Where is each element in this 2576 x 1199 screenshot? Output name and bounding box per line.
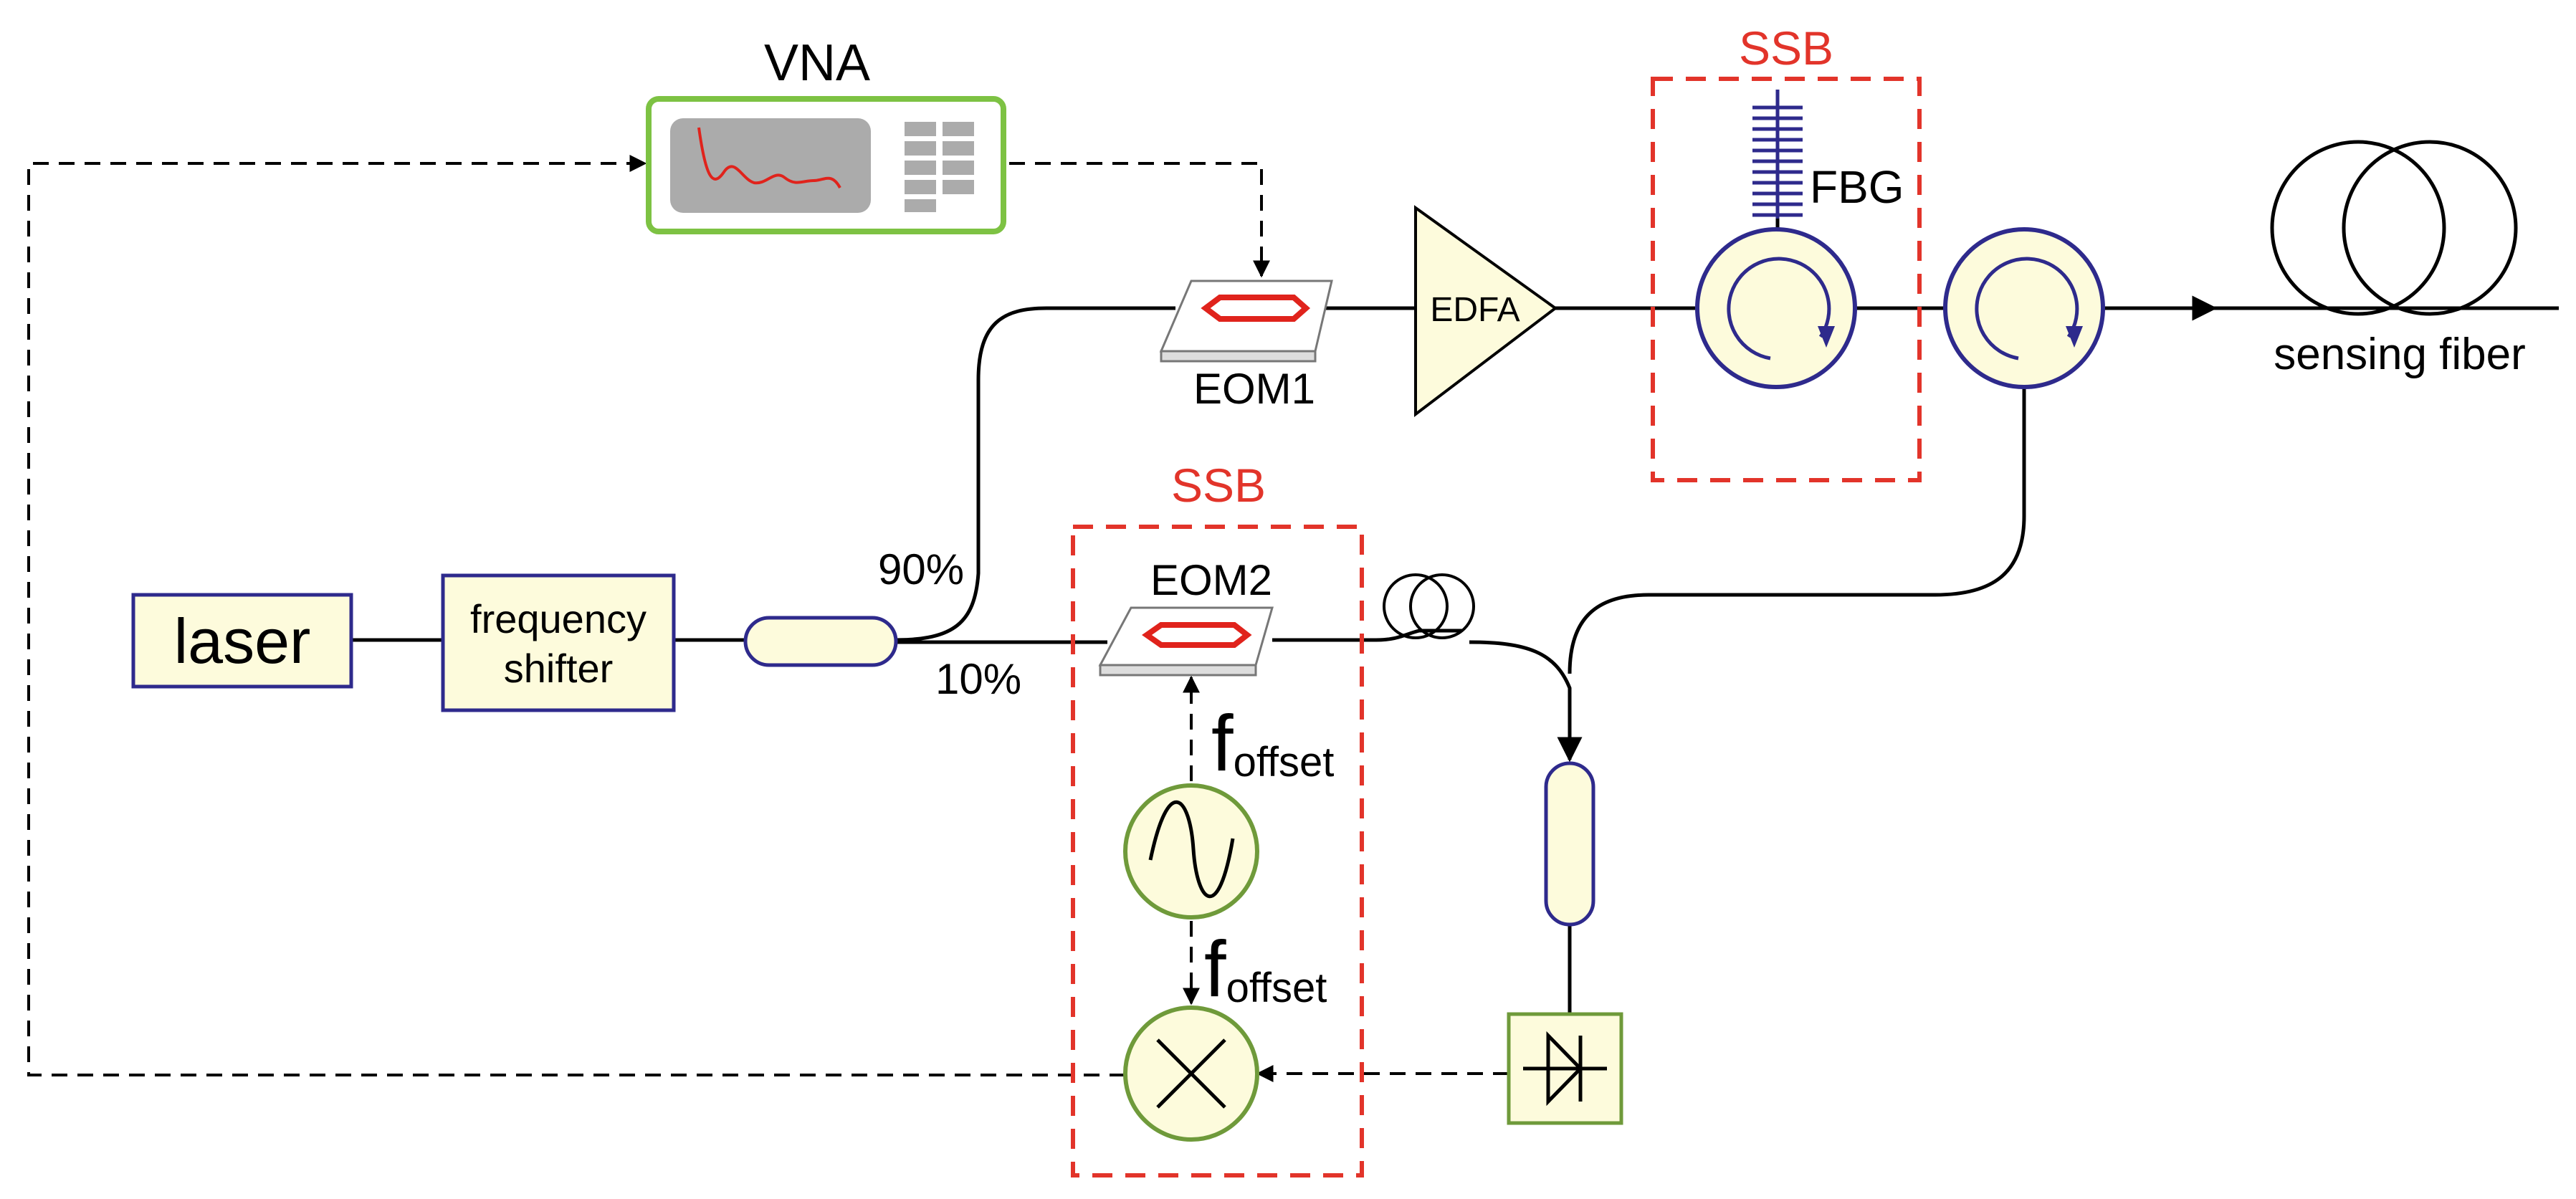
coupler-body [743, 616, 898, 667]
edfa-triangle [1414, 205, 1558, 418]
vna-trace [697, 127, 841, 189]
coupler-90-10: 90% 10% [743, 545, 1021, 703]
f-offset-label-upper: foffset [1211, 699, 1334, 788]
rf-mixer-to-vna [27, 155, 1125, 1076]
circulator-1-arrow-icon [1727, 257, 1831, 360]
fiber-eom2-to-coil [1272, 629, 1462, 642]
split-90-label: 90% [878, 545, 964, 593]
laser-box [131, 593, 353, 689]
delay-coil-icon [1383, 573, 1475, 639]
mixer [1123, 1005, 1259, 1142]
circulator-2 [1943, 227, 2105, 389]
sine-wave-icon [1148, 800, 1235, 899]
eom1-waveguide [1201, 295, 1311, 322]
frequency-shifter-label-2: shifter [504, 646, 614, 691]
eom1-chip-side [1160, 350, 1317, 363]
fiber-upper-branch-90 [894, 306, 1175, 642]
sensing-fiber-label: sensing fiber [2274, 330, 2526, 379]
signal-generator [1123, 783, 1259, 919]
frequency-shifter-block: frequency shifter [441, 573, 676, 712]
fiber-backscatter-to-coupler [1568, 376, 2026, 674]
eom2-modulator: EOM2 [1098, 556, 1274, 677]
f-offset-label-lower: foffset [1204, 925, 1327, 1013]
generator-body [1123, 783, 1259, 919]
ssb-upper-box [1651, 77, 1922, 482]
ssb-lower-box [1071, 525, 1364, 1177]
ssb-lower-label: SSB [1171, 459, 1266, 512]
laser-block: laser [131, 593, 353, 689]
eom1-modulator: EOM1 [1159, 280, 1333, 413]
rf-vna-to-eom1 [1009, 162, 1270, 278]
ssb-upper-label: SSB [1739, 22, 1833, 75]
fbg-label: FBG [1810, 161, 1904, 213]
eom2-waveguide [1142, 622, 1252, 648]
eom2-label: EOM2 [1150, 556, 1272, 604]
fbg-grating: FBG [1752, 90, 1904, 219]
fbg-grating-icon [1752, 105, 1803, 217]
optical-fiber-paths [351, 186, 2559, 1014]
split-10-label: 10% [935, 655, 1021, 703]
vna-keypad-icon [905, 122, 974, 212]
eom2-chip-side [1099, 664, 1257, 677]
fiber-coil-icon: sensing fiber [2270, 140, 2526, 379]
frequency-shifter-label-1: frequency [470, 596, 647, 641]
circulator-2-body [1943, 227, 2105, 389]
vna-instrument: VNA [646, 34, 1006, 234]
edfa-amplifier: EDFA [1414, 205, 1558, 418]
receiver-coupler [1544, 761, 1595, 927]
photodiode-icon [1523, 1031, 1607, 1107]
vna-screen-icon [670, 118, 871, 213]
edfa-label: EDFA [1430, 291, 1520, 329]
photodiode [1507, 1012, 1623, 1125]
vna-screen [670, 118, 871, 213]
fiber-lo-to-coupler [1469, 640, 1583, 763]
circulator-1-body [1695, 227, 1857, 389]
rf-signal-paths [27, 155, 1509, 1082]
frequency-shifter-box [441, 573, 676, 712]
circulator-2-arrow-icon [1975, 257, 2079, 360]
vna-label: VNA [764, 34, 870, 92]
eom1-label: EOM1 [1193, 365, 1315, 413]
circulator-1 [1695, 227, 1857, 389]
laser-label: laser [174, 606, 311, 677]
multiply-icon [1156, 1038, 1226, 1109]
